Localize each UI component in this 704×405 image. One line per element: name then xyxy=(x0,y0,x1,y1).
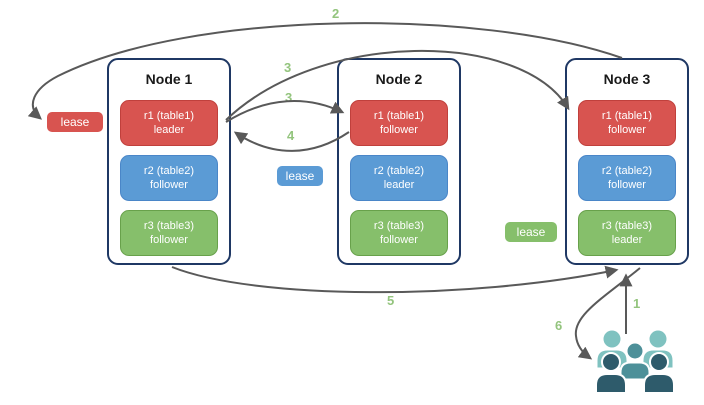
replica-name: r2 (table2) xyxy=(143,164,195,177)
step-label-6: 6 xyxy=(555,318,563,333)
replica-role: follower xyxy=(608,179,646,191)
replica-name: r1 (table1) xyxy=(601,109,653,122)
replica-name: r1 (table1) xyxy=(143,109,195,122)
step-label-3a: 3 xyxy=(284,60,292,75)
replica-role: follower xyxy=(608,124,646,136)
replica-role: follower xyxy=(380,234,418,246)
node-1: Node 1 r1 (table1) leader r2 (table2) fo… xyxy=(107,58,231,265)
replica-name: r3 (table3) xyxy=(373,219,425,232)
node-2: Node 2 r1 (table1) follower r2 (table2) … xyxy=(337,58,461,265)
replica-r2-node2: r2 (table2) leader xyxy=(350,155,448,201)
replica-name: r1 (table1) xyxy=(373,109,425,122)
replica-name: r2 (table2) xyxy=(373,164,425,177)
lease-badge-r1: lease xyxy=(47,112,103,132)
arrow-step-3b xyxy=(225,100,345,123)
step-label-5: 5 xyxy=(387,293,395,308)
replica-r3-node1: r3 (table3) follower xyxy=(120,210,218,256)
replica-r2-node3: r2 (table2) follower xyxy=(578,155,676,201)
replica-r3-node3: r3 (table3) leader xyxy=(578,210,676,256)
replica-role: leader xyxy=(383,179,415,191)
step-label-3b: 3 xyxy=(285,90,293,105)
replica-role: follower xyxy=(150,179,188,191)
replica-name: r2 (table2) xyxy=(601,164,653,177)
arrow-step-5 xyxy=(171,265,619,294)
replica-role: follower xyxy=(150,234,188,246)
replica-role: leader xyxy=(153,124,185,136)
step-label-1: 1 xyxy=(633,296,641,311)
lease-badge-r2: lease xyxy=(277,166,323,186)
replica-r1-node1: r1 (table1) leader xyxy=(120,100,218,146)
step-label-2: 2 xyxy=(332,6,340,21)
node-3: Node 3 r1 (table1) follower r2 (table2) … xyxy=(565,58,689,265)
replica-role: follower xyxy=(380,124,418,136)
node-1-title: Node 1 xyxy=(145,71,193,87)
replica-r3-node2: r3 (table3) follower xyxy=(350,210,448,256)
replica-r1-node3: r1 (table1) follower xyxy=(578,100,676,146)
node-2-title: Node 2 xyxy=(375,71,423,87)
node-3-title: Node 3 xyxy=(603,71,651,87)
users-group-icon xyxy=(595,330,675,394)
replica-r1-node2: r1 (table1) follower xyxy=(350,100,448,146)
lease-badge-r3: lease xyxy=(505,222,557,242)
replica-name: r3 (table3) xyxy=(601,219,653,232)
replica-role: leader xyxy=(611,234,643,246)
replica-name: r3 (table3) xyxy=(143,219,195,232)
replica-r2-node1: r2 (table2) follower xyxy=(120,155,218,201)
step-label-4: 4 xyxy=(287,128,295,143)
